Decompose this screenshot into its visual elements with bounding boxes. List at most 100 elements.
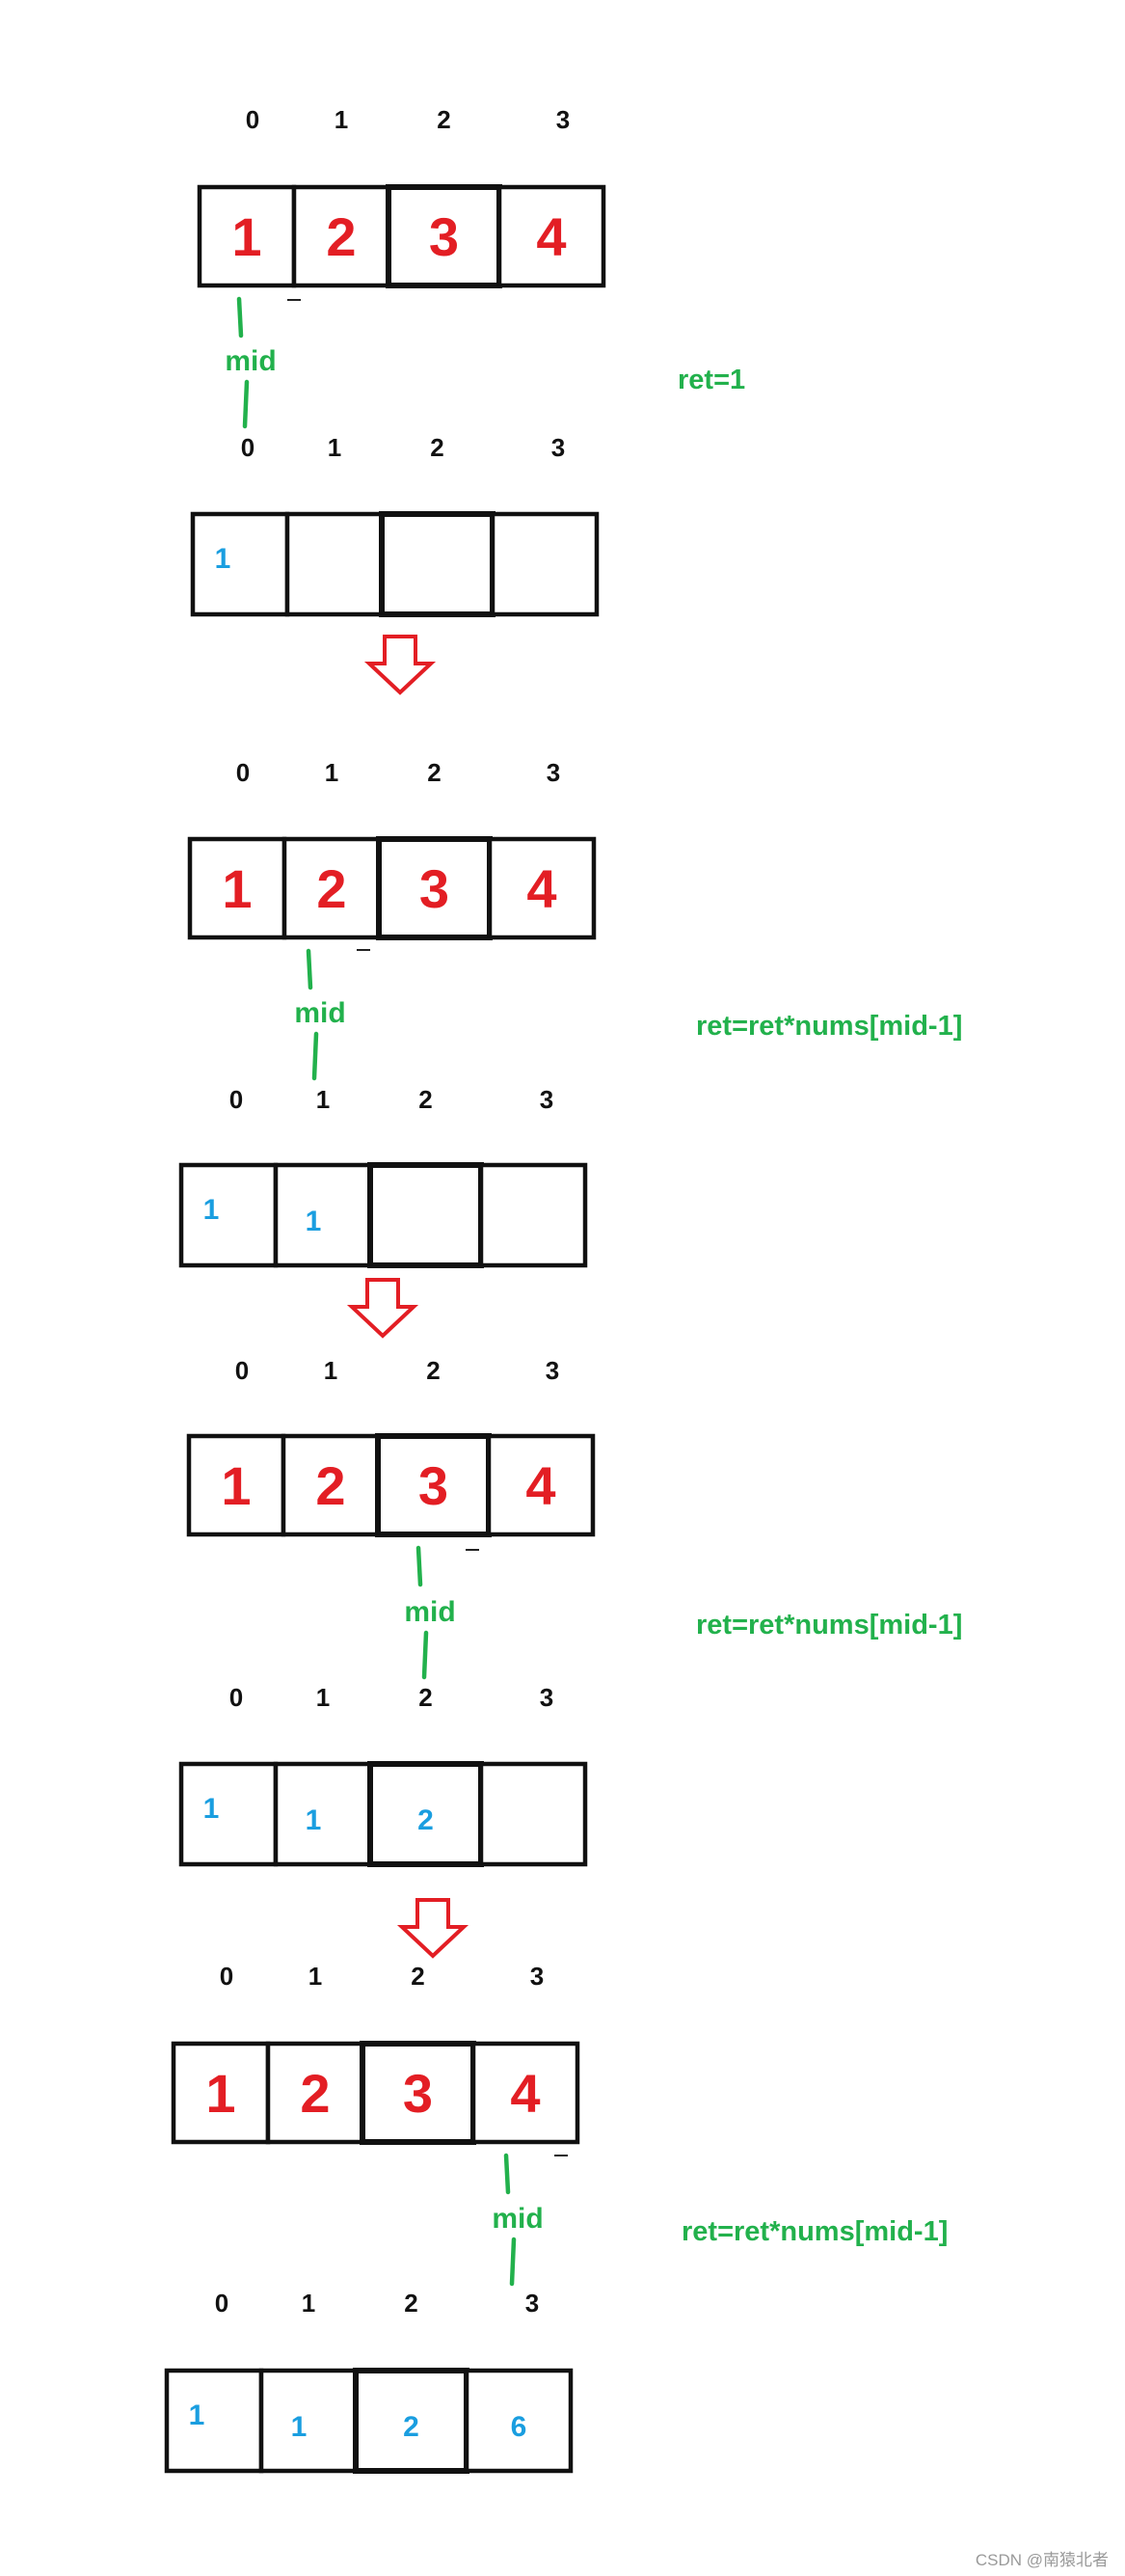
input-array: 1 2 3 4 <box>186 1433 596 1537</box>
input-index: 0 <box>235 1356 249 1385</box>
input-index: 1 <box>308 1962 322 1991</box>
input-cell <box>281 1433 381 1537</box>
mid-pointer-top <box>503 2153 511 2195</box>
output-value: 1 <box>215 543 231 575</box>
output-cell <box>353 2368 469 2474</box>
watermark: CSDN @南猿北者 <box>976 2551 1109 2569</box>
output-index: 3 <box>525 2289 539 2318</box>
output-array: 1 1 2 6 <box>164 2368 574 2474</box>
output-index: 0 <box>229 1085 243 1114</box>
output-index: 2 <box>430 433 443 462</box>
output-index: 1 <box>316 1683 330 1712</box>
output-cell <box>164 2368 264 2474</box>
formula-label: ret=ret*nums[mid-1] <box>696 1610 962 1641</box>
output-index: 0 <box>241 433 254 462</box>
output-array: 1 <box>190 511 600 617</box>
input-value: 3 <box>418 1455 448 1516</box>
output-cell <box>178 1761 279 1867</box>
output-index: 2 <box>418 1683 432 1712</box>
formula-label: ret=ret*nums[mid-1] <box>682 2216 948 2247</box>
output-value: 1 <box>189 2400 205 2431</box>
input-value: 1 <box>221 1455 251 1516</box>
output-index: 3 <box>551 433 565 462</box>
input-index: 1 <box>325 758 338 787</box>
input-value: 3 <box>419 858 449 919</box>
input-value: 2 <box>326 206 356 267</box>
output-value: 1 <box>306 1804 322 1836</box>
arrows-layer <box>346 635 469 1959</box>
input-cell <box>486 1433 596 1537</box>
input-cell <box>265 2041 365 2145</box>
input-cell <box>470 2041 580 2145</box>
input-index: 2 <box>411 1962 424 1991</box>
output-value: 1 <box>306 1206 322 1237</box>
input-index: 2 <box>437 105 450 134</box>
output-value: 1 <box>291 2411 308 2443</box>
output-cell <box>284 511 385 617</box>
output-index: 3 <box>540 1683 553 1712</box>
input-value: 2 <box>315 1455 345 1516</box>
output-index: 2 <box>404 2289 417 2318</box>
output-index: 0 <box>215 2289 228 2318</box>
mid-pointer-top <box>236 296 244 339</box>
mid-pointer-bottom <box>311 1031 319 1081</box>
output-cell <box>478 1162 588 1268</box>
input-cell <box>386 184 502 288</box>
input-index: 0 <box>236 758 250 787</box>
input-index: 0 <box>246 105 259 134</box>
output-value: 6 <box>511 2411 527 2443</box>
input-cell <box>291 184 391 288</box>
down-arrow-icon <box>363 635 437 695</box>
down-arrow-icon <box>396 1898 469 1959</box>
input-index: 3 <box>556 105 570 134</box>
mid-pointer-bottom <box>421 1630 429 1680</box>
input-value: 1 <box>205 2063 235 2124</box>
output-value: 1 <box>203 1793 220 1825</box>
input-value: 1 <box>231 206 261 267</box>
input-cell <box>496 184 606 288</box>
input-value: 4 <box>525 1455 555 1516</box>
input-value: 1 <box>222 858 252 919</box>
input-value: 4 <box>526 858 556 919</box>
output-cell <box>178 1162 279 1268</box>
mid-label: mid <box>404 1596 455 1628</box>
output-index: 1 <box>316 1085 330 1114</box>
input-index: 3 <box>547 758 560 787</box>
output-cell <box>490 511 600 617</box>
output-cell <box>464 2368 574 2474</box>
input-cell <box>171 2041 271 2145</box>
input-index: 1 <box>335 105 348 134</box>
output-index: 0 <box>229 1683 243 1712</box>
output-value: 2 <box>403 2411 419 2443</box>
input-index: 3 <box>546 1356 559 1385</box>
input-index: 2 <box>426 1356 440 1385</box>
mid-pointer-top <box>415 1545 423 1587</box>
input-value: 4 <box>510 2063 540 2124</box>
mid-pointer-top <box>306 948 313 990</box>
input-value: 2 <box>300 2063 330 2124</box>
output-cell <box>273 1761 373 1867</box>
mid-label: mid <box>294 997 345 1029</box>
input-cell <box>487 836 597 940</box>
input-cell <box>375 1433 492 1537</box>
step-3: 1 2 3 4 0 1 2 3 mid ret=ret*nums[mid-1] 1 1 2 0 1 2 3 <box>178 1356 962 1867</box>
output-cell <box>367 1162 484 1268</box>
output-value: 1 <box>203 1194 220 1226</box>
mid-pointer-bottom <box>242 379 250 429</box>
output-index: 1 <box>302 2289 315 2318</box>
output-cell <box>273 1162 373 1268</box>
output-cell <box>379 511 496 617</box>
input-index: 1 <box>324 1356 337 1385</box>
output-cell <box>258 2368 359 2474</box>
output-cell <box>478 1761 588 1867</box>
output-cell <box>367 1761 484 1867</box>
